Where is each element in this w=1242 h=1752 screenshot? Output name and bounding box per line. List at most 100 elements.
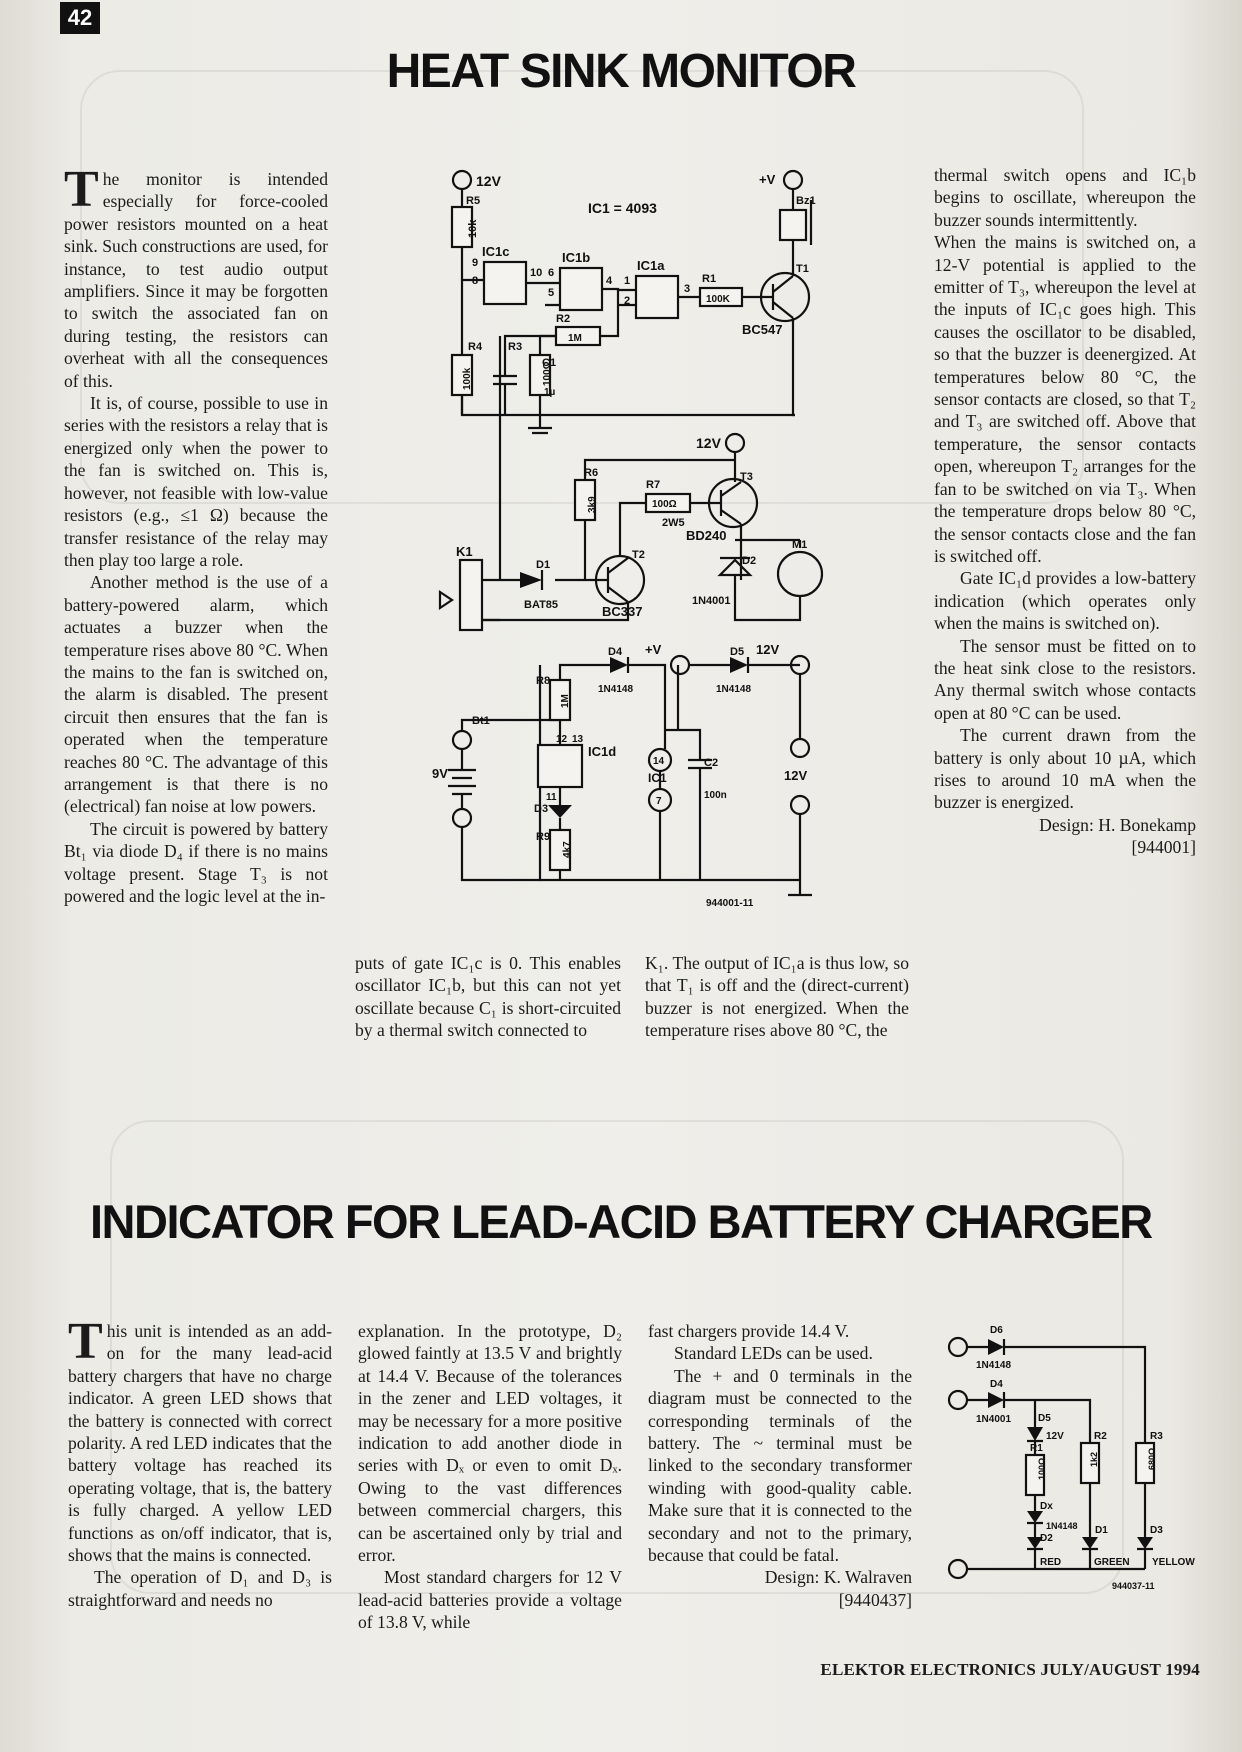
paragraph: puts of gate IC₁c is 0. This enables osc… xyxy=(355,953,621,1041)
svg-text:R2: R2 xyxy=(556,313,570,325)
svg-text:1M: 1M xyxy=(560,694,571,708)
svg-text:944001-11: 944001-11 xyxy=(706,898,754,909)
svg-text:12V: 12V xyxy=(784,768,807,783)
article-title-battery-charger: INDICATOR FOR LEAD-ACID BATTERY CHARGER xyxy=(90,1195,1153,1248)
svg-text:RED: RED xyxy=(1040,1557,1061,1568)
drop-cap: T xyxy=(68,1313,103,1370)
svg-text:3k9: 3k9 xyxy=(587,496,598,513)
svg-text:1: 1 xyxy=(624,275,630,287)
svg-text:K1: K1 xyxy=(456,544,473,559)
svg-text:BC547: BC547 xyxy=(742,322,782,337)
svg-text:BC337: BC337 xyxy=(602,604,642,619)
svg-text:9: 9 xyxy=(472,257,478,269)
svg-text:R8: R8 xyxy=(536,675,550,687)
paragraph: When the mains is switched on, a 12-V po… xyxy=(934,232,1196,566)
svg-text:1N4148: 1N4148 xyxy=(976,1360,1011,1371)
paragraph: Gate IC₁d provides a low-battery indicat… xyxy=(934,568,1196,634)
battery-charger-schematic: D6 1N4148 D4 1N4001 D5 12V R1 100Ω R2 1k… xyxy=(947,1325,1195,1591)
svg-text:D2: D2 xyxy=(742,555,756,567)
svg-text:Bz1: Bz1 xyxy=(796,195,816,207)
article-title-heat-sink: HEAT SINK MONITOR xyxy=(386,45,857,98)
paragraph: Most standard chargers for 12 V lead-aci… xyxy=(358,1567,622,1633)
svg-text:10: 10 xyxy=(530,267,542,279)
svg-text:D3: D3 xyxy=(534,803,548,815)
svg-text:IC1b: IC1b xyxy=(562,250,590,265)
svg-text:GREEN: GREEN xyxy=(1094,1557,1130,1568)
svg-text:1M: 1M xyxy=(568,333,582,344)
svg-text:C2: C2 xyxy=(704,757,718,769)
svg-text:D6: D6 xyxy=(990,1325,1003,1336)
svg-text:D2: D2 xyxy=(1040,1533,1053,1544)
paragraph: The current drawn from the battery is on… xyxy=(934,725,1196,813)
svg-text:944037-11: 944037-11 xyxy=(1112,1581,1155,1591)
svg-text:R3: R3 xyxy=(508,341,522,353)
heat-sink-monitor-schematic: 12V IC1 = 4093 R5 10k IC1c IC1b IC1a R1 … xyxy=(432,169,824,909)
paragraph: thermal switch opens and IC₁b begins to … xyxy=(934,165,1196,230)
svg-text:M1: M1 xyxy=(792,539,807,551)
svg-text:+V: +V xyxy=(645,642,662,657)
article1-column-3: K₁. The output of IC₁a is thus low, so t… xyxy=(645,952,909,1042)
svg-text:5: 5 xyxy=(548,287,554,299)
schematic2-labels: D6 1N4148 D4 1N4001 D5 12V R1 100Ω R2 1k… xyxy=(976,1325,1195,1591)
svg-text:IC1 = 4093: IC1 = 4093 xyxy=(588,200,657,216)
svg-text:D1: D1 xyxy=(1095,1525,1108,1536)
svg-text:100Ω: 100Ω xyxy=(652,499,677,510)
svg-text:IC1a: IC1a xyxy=(637,258,665,273)
svg-text:T3: T3 xyxy=(740,471,753,483)
svg-text:12V: 12V xyxy=(1046,1431,1064,1442)
svg-text:R5: R5 xyxy=(466,195,480,207)
paragraph: The circuit is powered by battery Bt₁ vi… xyxy=(64,818,328,906)
svg-text:12: 12 xyxy=(556,734,568,745)
svg-text:100k: 100k xyxy=(462,367,473,390)
svg-text:D4: D4 xyxy=(608,646,623,658)
svg-text:R6: R6 xyxy=(584,467,598,479)
svg-text:R9: R9 xyxy=(536,831,550,843)
paragraph: fast chargers provide 14.4 V. xyxy=(648,1321,850,1341)
article-code: [9440437] xyxy=(838,1589,912,1610)
svg-text:100n: 100n xyxy=(704,790,727,801)
svg-text:R2: R2 xyxy=(1094,1431,1107,1442)
svg-text:3: 3 xyxy=(684,283,690,295)
article1-column-2: puts of gate IC₁c is 0. This enables osc… xyxy=(355,952,621,1042)
svg-text:D4: D4 xyxy=(990,1379,1003,1390)
svg-text:R1: R1 xyxy=(702,273,716,285)
svg-text:D5: D5 xyxy=(730,646,744,658)
svg-text:R1: R1 xyxy=(1030,1443,1043,1454)
paragraph: his unit is intended as an add-on for th… xyxy=(68,1321,332,1566)
article-code: [944001] xyxy=(1131,837,1197,858)
svg-text:Dx: Dx xyxy=(1040,1501,1053,1512)
svg-text:T2: T2 xyxy=(632,549,645,561)
svg-text:BD240: BD240 xyxy=(686,528,726,543)
svg-text:D1: D1 xyxy=(536,559,550,571)
paragraph: The operation of D₁ and D₃ is straightfo… xyxy=(68,1567,332,1610)
svg-text:IC1: IC1 xyxy=(648,771,667,785)
svg-text:680Ω: 680Ω xyxy=(1147,1448,1157,1470)
svg-text:BAT85: BAT85 xyxy=(524,599,558,611)
paragraph: Another method is the use of a battery-p… xyxy=(64,572,328,817)
svg-text:R7: R7 xyxy=(646,479,660,491)
page-number: 42 xyxy=(60,2,100,34)
svg-text:6: 6 xyxy=(548,267,554,279)
svg-text:C1: C1 xyxy=(542,357,556,369)
article2-column-2: explanation. In the prototype, D₂ glowed… xyxy=(358,1320,622,1634)
svg-text:1k2: 1k2 xyxy=(1089,1452,1099,1467)
schematic-wires xyxy=(438,169,824,897)
svg-text:YELLOW: YELLOW xyxy=(1152,1557,1195,1568)
svg-text:D3: D3 xyxy=(1150,1525,1163,1536)
svg-text:11: 11 xyxy=(546,792,557,803)
page-footer: ELEKTOR ELECTRONICS JULY/AUGUST 1994 xyxy=(820,1660,1200,1679)
article2-column-3: fast chargers provide 14.4 V. Standard L… xyxy=(648,1320,912,1611)
svg-text:100Ω: 100Ω xyxy=(542,361,553,386)
diode-d1 xyxy=(520,572,542,588)
svg-text:IC1c: IC1c xyxy=(482,244,509,259)
svg-text:+V: +V xyxy=(759,172,776,187)
paragraph: explanation. In the prototype, D₂ glowed… xyxy=(358,1321,622,1566)
svg-text:1µ: 1µ xyxy=(544,387,556,398)
svg-text:1N4001: 1N4001 xyxy=(692,595,731,607)
paragraph: The + and 0 terminals in the diagram mus… xyxy=(648,1365,912,1566)
svg-text:9V: 9V xyxy=(432,766,448,781)
svg-text:1N4148: 1N4148 xyxy=(1046,1521,1078,1531)
designer-credit: Design: K. Walraven xyxy=(764,1567,912,1588)
